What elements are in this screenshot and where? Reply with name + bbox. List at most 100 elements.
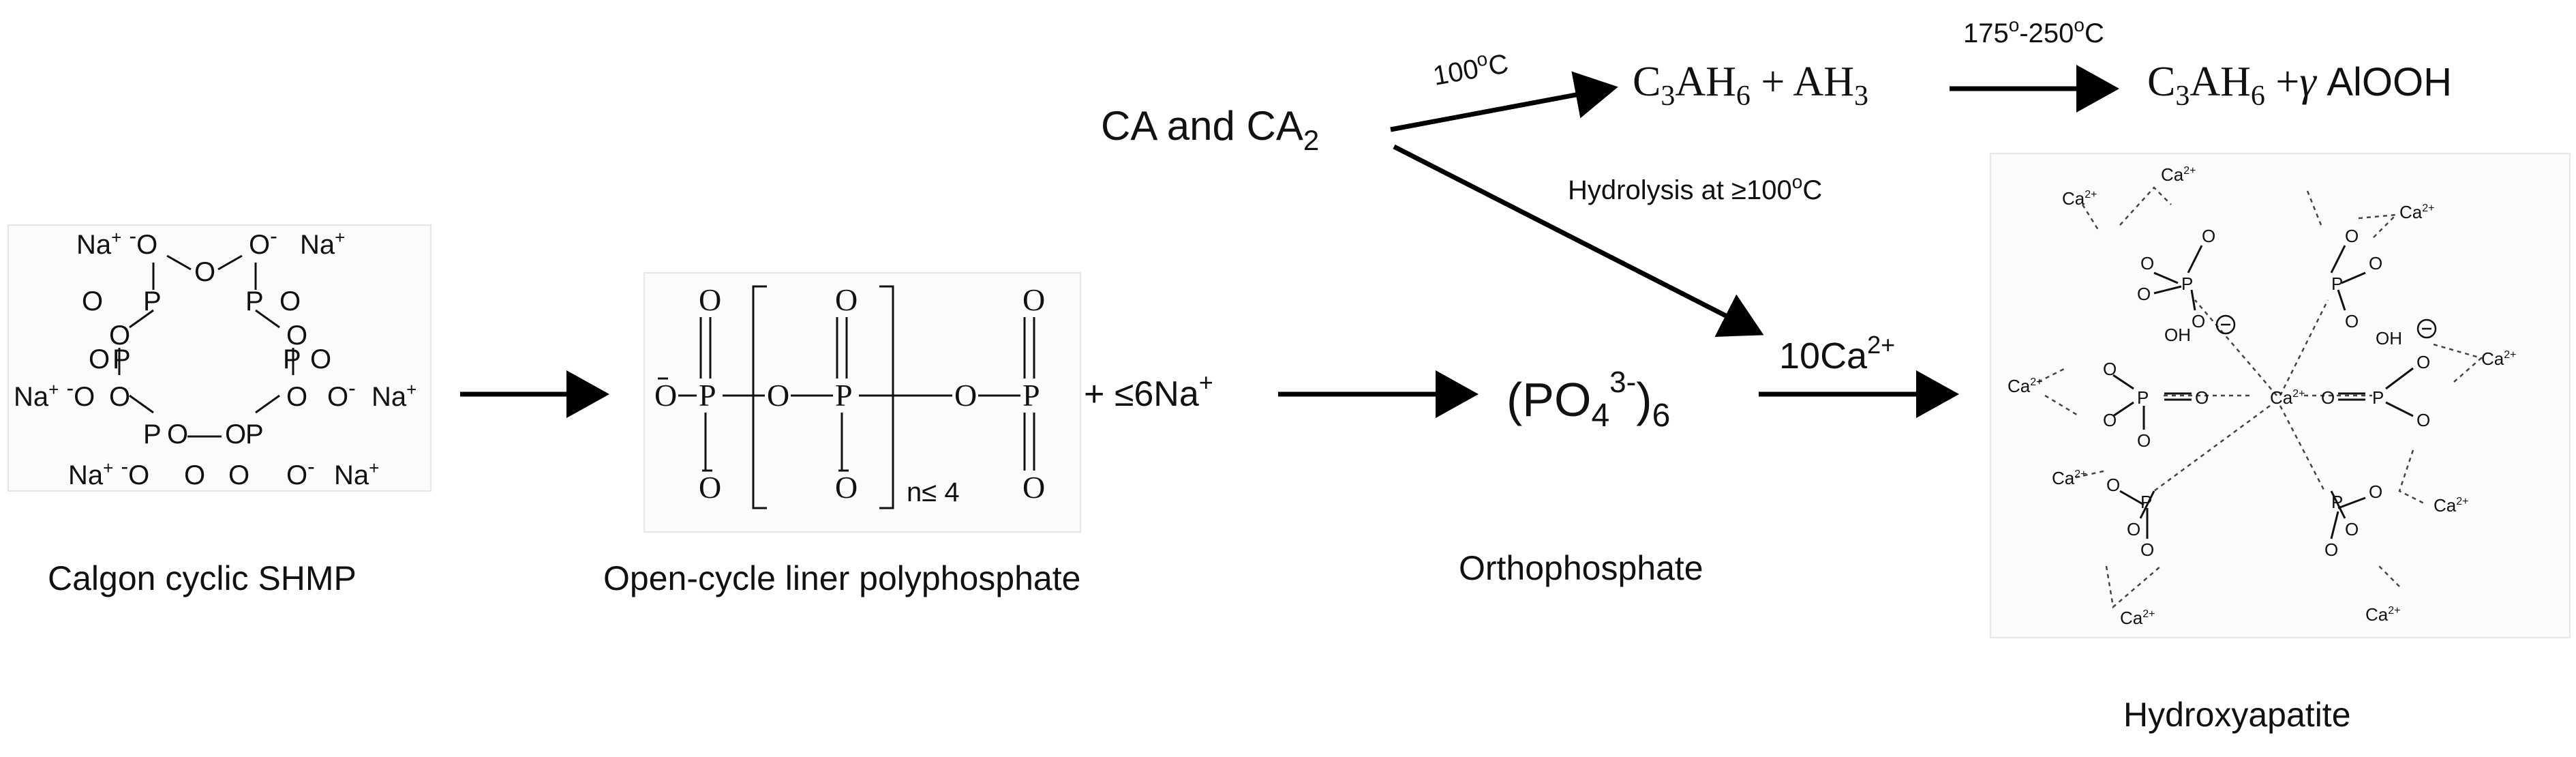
label-polyphosphate: Open-cycle liner polyphosphate bbox=[603, 559, 1080, 597]
bond bbox=[166, 254, 192, 271]
o-atom: O bbox=[2369, 481, 2382, 502]
o-atom: O bbox=[2345, 311, 2359, 331]
o-atom: O bbox=[2140, 539, 2154, 560]
ca-ion: Ca2+ bbox=[2399, 202, 2435, 222]
o-atom: O bbox=[2416, 410, 2430, 430]
calcium-reagent: 10Ca2+ bbox=[1779, 331, 1895, 376]
p-atom: P bbox=[835, 378, 853, 413]
o-atom: O bbox=[228, 460, 249, 490]
p-atom: P bbox=[112, 344, 131, 374]
o-atom: O bbox=[767, 378, 789, 413]
bond bbox=[2385, 401, 2414, 417]
bond bbox=[129, 309, 154, 329]
product-c3ah6-ah3: C3AH6 + AH3 bbox=[1633, 59, 1868, 112]
ca-ion: Ca2+ bbox=[2365, 604, 2401, 625]
bond bbox=[2330, 511, 2339, 539]
o-atom: O bbox=[1022, 470, 1045, 505]
coordination-bond bbox=[2279, 299, 2329, 396]
o-atom: O bbox=[310, 344, 331, 374]
condition-175-250c: 175o-250oC bbox=[1963, 14, 2104, 48]
bond bbox=[2190, 289, 2196, 311]
sodium-release: + ≤6Na+ bbox=[1084, 368, 1213, 414]
shmp-atoms: Na+ -O O O- Na+ O P P O O O O P P O Na+ … bbox=[14, 224, 416, 490]
o-atom: O bbox=[2195, 387, 2209, 408]
minus-charge-icon bbox=[2215, 314, 2236, 335]
shmp-structure: Na+ -O O O- Na+ O P P O O O O P P O Na+ … bbox=[7, 224, 431, 492]
na-ion: Na+ bbox=[372, 379, 416, 412]
bracket-right bbox=[879, 285, 894, 509]
o-atom: O bbox=[2137, 430, 2151, 451]
bond bbox=[129, 394, 154, 414]
outer-coordination bbox=[2037, 186, 2483, 609]
product-c3ah6-alooh: C3AH6 +γ AlOOH bbox=[2147, 59, 2452, 112]
p-atom: P bbox=[245, 286, 264, 316]
na-ion: Na+ bbox=[334, 458, 379, 490]
p-atom: P bbox=[2331, 492, 2343, 512]
o-atom: O bbox=[2202, 226, 2215, 246]
bond bbox=[2341, 271, 2366, 284]
bond bbox=[217, 254, 243, 271]
poly-panel bbox=[643, 272, 1081, 533]
shmp-ring-bonds bbox=[118, 254, 294, 438]
bond bbox=[2153, 285, 2182, 295]
bond bbox=[2112, 401, 2134, 417]
minus-charge-icon bbox=[2416, 318, 2437, 339]
o-atom: O bbox=[167, 419, 188, 449]
ca-ion: Ca2+ bbox=[2161, 164, 2196, 185]
hap-bonds bbox=[2037, 186, 2483, 609]
bond bbox=[2139, 490, 2155, 519]
bond bbox=[255, 394, 280, 414]
ca-ion: Ca2+ bbox=[2120, 608, 2155, 628]
o-atom: O bbox=[1022, 282, 1045, 317]
condition-100c: 100oC bbox=[1430, 44, 1511, 91]
o-atom: O bbox=[89, 344, 110, 374]
o-atom: O bbox=[82, 286, 103, 316]
o-atom: O bbox=[109, 382, 130, 412]
bond bbox=[2337, 289, 2346, 311]
bond bbox=[2337, 496, 2366, 509]
ca-reactant: CA and CA2 bbox=[1101, 103, 1319, 156]
hydroxide: OH bbox=[2376, 328, 2402, 348]
ca-ion: Ca2+ bbox=[2434, 495, 2469, 516]
o-atom: O bbox=[2140, 253, 2154, 273]
bracket-left bbox=[752, 285, 767, 509]
bond bbox=[2385, 367, 2414, 390]
bond bbox=[2112, 374, 2134, 390]
label-orthophosphate: Orthophosphate bbox=[1459, 549, 1703, 587]
o-minus: O bbox=[654, 378, 677, 413]
o-minus: O bbox=[835, 470, 858, 505]
ca-ion: Ca2+ bbox=[2007, 376, 2043, 396]
o-atom: O bbox=[954, 378, 977, 413]
o-atom: O bbox=[109, 321, 130, 351]
ca-ion: Ca2+ bbox=[2062, 188, 2097, 209]
bond bbox=[2153, 271, 2179, 284]
p-atom: P bbox=[245, 419, 264, 449]
shmp-panel bbox=[7, 224, 431, 492]
o-atom: O bbox=[699, 282, 721, 317]
bond bbox=[2330, 490, 2346, 519]
bond bbox=[2187, 245, 2203, 273]
ca-center: Ca2+ bbox=[2270, 387, 2305, 408]
p-atom: P bbox=[143, 286, 162, 316]
o-atom: O bbox=[2369, 253, 2382, 273]
na-ion: Na+ -O bbox=[14, 376, 95, 412]
label-hydroxyapatite: Hydroxyapatite bbox=[2123, 696, 2351, 734]
o-atom: O bbox=[2192, 311, 2205, 331]
poly-atoms: O O P O O O P O O O P O bbox=[654, 282, 1045, 505]
o-atom: O bbox=[835, 282, 858, 317]
p-atom: P bbox=[1022, 378, 1040, 413]
orthophosphate-formula: (PO43-)6 bbox=[1506, 366, 1670, 434]
o-atom: O bbox=[286, 321, 307, 351]
bond bbox=[255, 309, 280, 329]
o-atom: O bbox=[2416, 352, 2430, 372]
p-atom: P bbox=[2140, 492, 2152, 512]
arrow-ca-to-hydrates bbox=[1390, 71, 1618, 132]
p-atom: P bbox=[2331, 273, 2343, 294]
label-shmp: Calgon cyclic SHMP bbox=[48, 559, 357, 597]
o-atom: O bbox=[2103, 359, 2117, 379]
o-minus: O- bbox=[249, 224, 277, 260]
o-minus: O- bbox=[327, 376, 356, 412]
o-atom: O bbox=[2345, 226, 2359, 246]
hap-atoms: Ca2+ P P P P P P O O O O O O O O O O O O… bbox=[2007, 164, 2517, 628]
